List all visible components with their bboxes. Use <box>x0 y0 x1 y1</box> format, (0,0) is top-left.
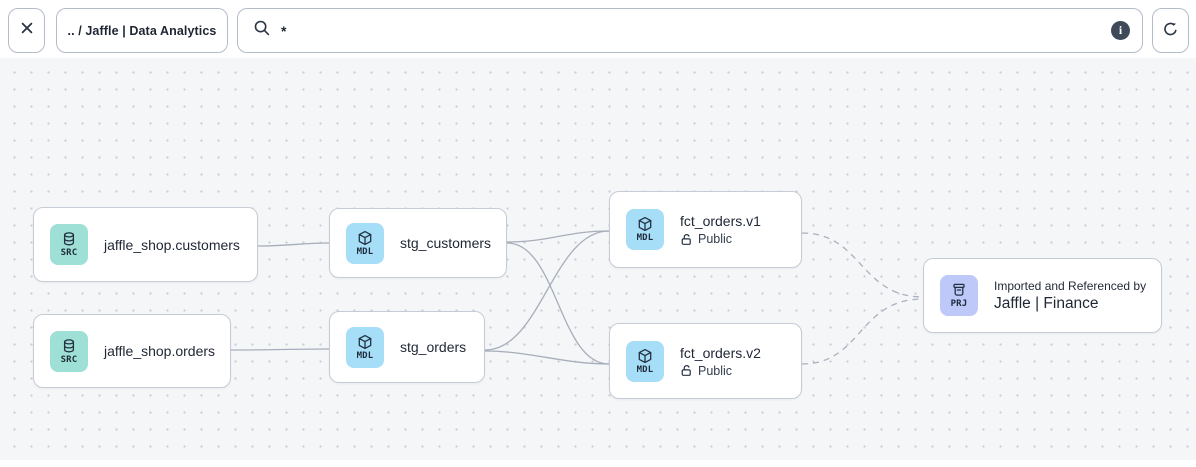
node-title: fct_orders.v1 <box>680 213 761 229</box>
lock-open-icon <box>681 365 691 376</box>
search-input[interactable] <box>281 22 1111 39</box>
node-fct-orders-v1[interactable]: MDL fct_orders.v1 Public <box>609 191 802 268</box>
node-stg-customers[interactable]: MDL stg_customers <box>329 208 507 278</box>
node-jaffle-shop-orders[interactable]: SRC jaffle_shop.orders <box>33 314 231 388</box>
badge-label: MDL <box>636 233 654 243</box>
info-icon[interactable]: i <box>1111 21 1130 40</box>
close-icon <box>20 21 34 40</box>
model-badge: MDL <box>626 209 664 250</box>
archive-icon <box>953 283 965 296</box>
breadcrumb-label: .. / Jaffle | Data Analytics <box>67 23 217 38</box>
badge-label: MDL <box>356 246 374 257</box>
bottom-strip <box>0 460 1196 467</box>
model-badge: MDL <box>626 340 664 382</box>
node-fct-orders-v2[interactable]: MDL fct_orders.v2 Public <box>609 323 802 399</box>
cube-icon <box>638 348 652 363</box>
close-button[interactable] <box>8 8 45 53</box>
badge-label: PRJ <box>950 299 968 309</box>
node-title: stg_customers <box>400 235 492 251</box>
node-jaffle-shop-customers[interactable]: SRC jaffle_shop.customers <box>33 207 258 282</box>
cube-icon <box>358 230 372 245</box>
node-stg-orders[interactable]: MDL stg_orders <box>329 311 485 383</box>
node-jaffle-finance-project[interactable]: PRJ Imported and Referenced by Jaffle | … <box>923 258 1162 333</box>
node-title: Jaffle | Finance <box>994 294 1099 312</box>
source-badge: SRC <box>50 224 88 265</box>
database-icon <box>63 232 75 246</box>
badge-label: MDL <box>636 364 654 375</box>
search-icon <box>253 19 271 42</box>
node-subtitle: Imported and Referenced by <box>994 278 1147 293</box>
model-badge: MDL <box>346 326 384 368</box>
breadcrumb[interactable]: .. / Jaffle | Data Analytics <box>56 8 228 53</box>
node-title: jaffle_shop.customers <box>104 236 240 253</box>
node-title: stg_orders <box>400 339 467 355</box>
badge-label: SRC <box>60 248 78 258</box>
node-title: jaffle_shop.orders <box>104 343 216 359</box>
cube-icon <box>638 216 652 232</box>
access-row: Public <box>680 232 761 246</box>
search-box[interactable]: i <box>237 8 1143 53</box>
cube-icon <box>358 334 372 349</box>
project-badge: PRJ <box>940 275 978 316</box>
lock-open-icon <box>681 233 691 245</box>
source-badge: SRC <box>50 330 88 372</box>
access-label: Public <box>698 363 733 378</box>
badge-label: SRC <box>60 354 78 365</box>
access-label: Public <box>698 232 733 246</box>
refresh-button[interactable] <box>1152 8 1189 53</box>
model-badge: MDL <box>346 222 384 264</box>
access-row: Public <box>680 364 761 378</box>
refresh-icon <box>1162 20 1179 42</box>
database-icon <box>63 338 75 352</box>
badge-label: MDL <box>356 350 374 361</box>
node-title: fct_orders.v2 <box>680 344 761 361</box>
toolbar: .. / Jaffle | Data Analytics i <box>0 0 1196 58</box>
